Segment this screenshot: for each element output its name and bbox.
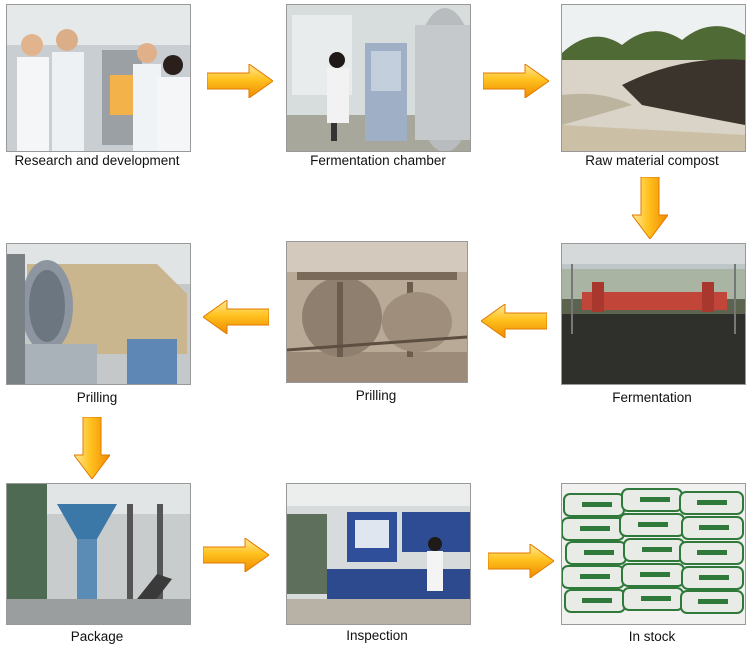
- arrow-right-icon: [488, 544, 554, 578]
- step-label-package: Package: [70, 629, 124, 644]
- arrow-down-icon: [632, 177, 668, 239]
- fermentation-tank-photo: [286, 4, 471, 152]
- arrow-right-icon: [207, 64, 273, 98]
- step-label-in-stock: In stock: [628, 629, 676, 644]
- step-label-prilling-left: Prilling: [76, 390, 118, 405]
- arrow-right-icon: [483, 64, 549, 98]
- laboratory-researchers-photo: [6, 4, 191, 152]
- prilling-machine-photo: [286, 241, 468, 383]
- arrow-down-icon: [74, 417, 110, 479]
- step-label-raw-material: Raw material compost: [585, 153, 719, 168]
- step-label-prilling-center: Prilling: [355, 388, 397, 403]
- step-label-research: Research and development: [14, 153, 180, 168]
- arrow-right-icon: [203, 538, 269, 572]
- rotary-drum-photo: [6, 243, 191, 385]
- fermentation-shed-photo: [561, 243, 746, 385]
- arrow-left-icon: [481, 304, 547, 338]
- compost-pile-photo: [561, 4, 746, 152]
- packaging-line-photo: [6, 483, 191, 625]
- arrow-left-icon: [203, 300, 269, 334]
- fertilizer-bags-photo: [561, 483, 746, 625]
- inspection-lab-photo: [286, 483, 471, 625]
- step-label-fermentation-chamber: Fermentation chamber: [310, 153, 446, 168]
- step-label-fermentation: Fermentation: [612, 390, 692, 405]
- step-label-inspection: Inspection: [346, 628, 408, 643]
